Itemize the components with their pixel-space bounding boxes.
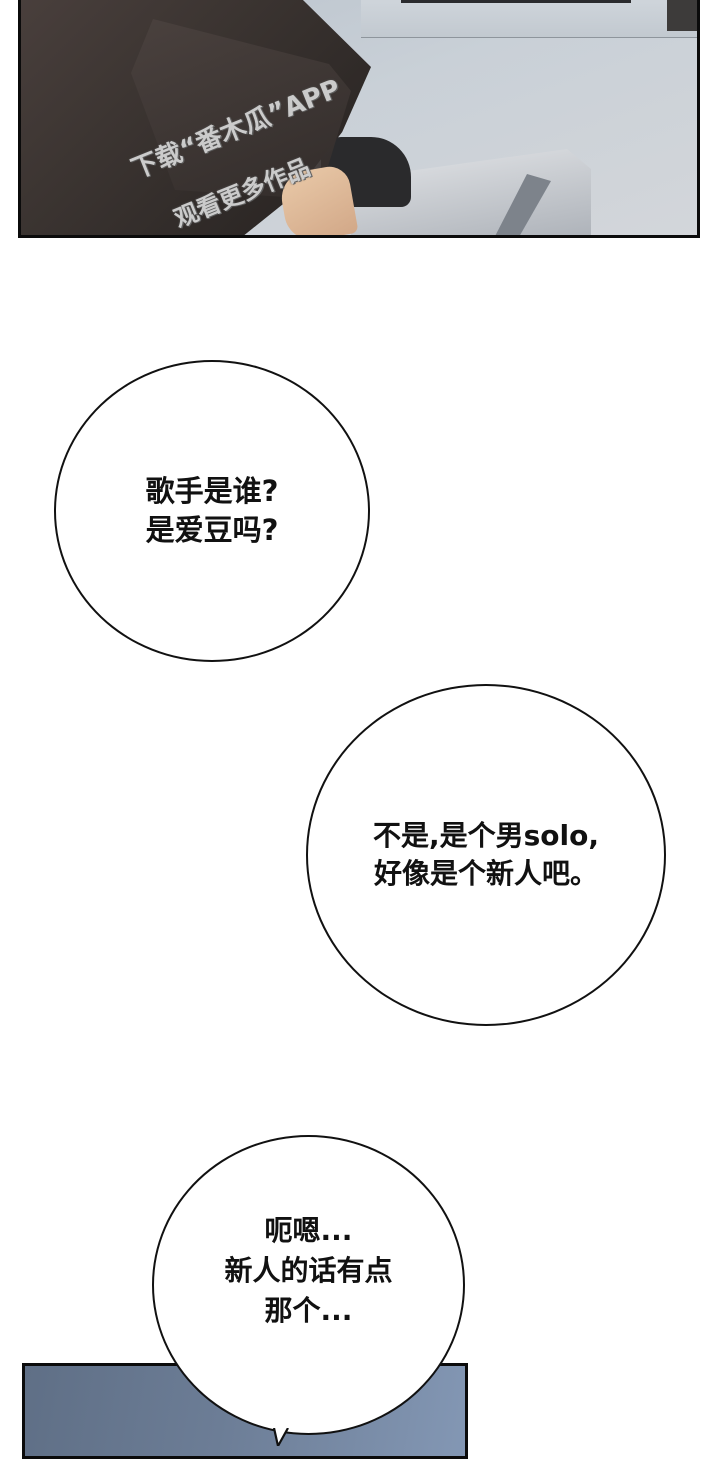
background-wall — [361, 0, 697, 38]
bubble-line: 呃嗯... — [264, 1214, 353, 1247]
bubble-line: 新人的话有点 — [224, 1254, 393, 1287]
comic-panel-top: 下载“番木瓜”APP 观看更多作品 — [18, 0, 700, 238]
bubble-line: 不是,是个男solo, — [372, 819, 599, 852]
bubble-text: 歌手是谁? 是爱豆吗? — [146, 472, 279, 550]
speech-bubble-2: 不是,是个男solo, 好像是个新人吧。 — [306, 684, 666, 1026]
wall-screen — [401, 0, 631, 3]
speech-bubble-3: 呃嗯... 新人的话有点 那个... — [152, 1135, 465, 1435]
wall-dark-edge — [667, 0, 697, 31]
speech-bubble-1: 歌手是谁? 是爱豆吗? — [54, 360, 370, 662]
bubble-text: 呃嗯... 新人的话有点 那个... — [224, 1211, 392, 1331]
bubble-line: 好像是个新人吧。 — [373, 857, 598, 890]
bubble-tail-icon — [272, 1428, 289, 1446]
bubble-line: 是爱豆吗? — [145, 513, 279, 547]
bubble-line: 歌手是谁? — [145, 474, 279, 508]
bubble-text: 不是,是个男solo, 好像是个新人吧。 — [373, 817, 599, 893]
bubble-line: 那个... — [264, 1294, 353, 1327]
